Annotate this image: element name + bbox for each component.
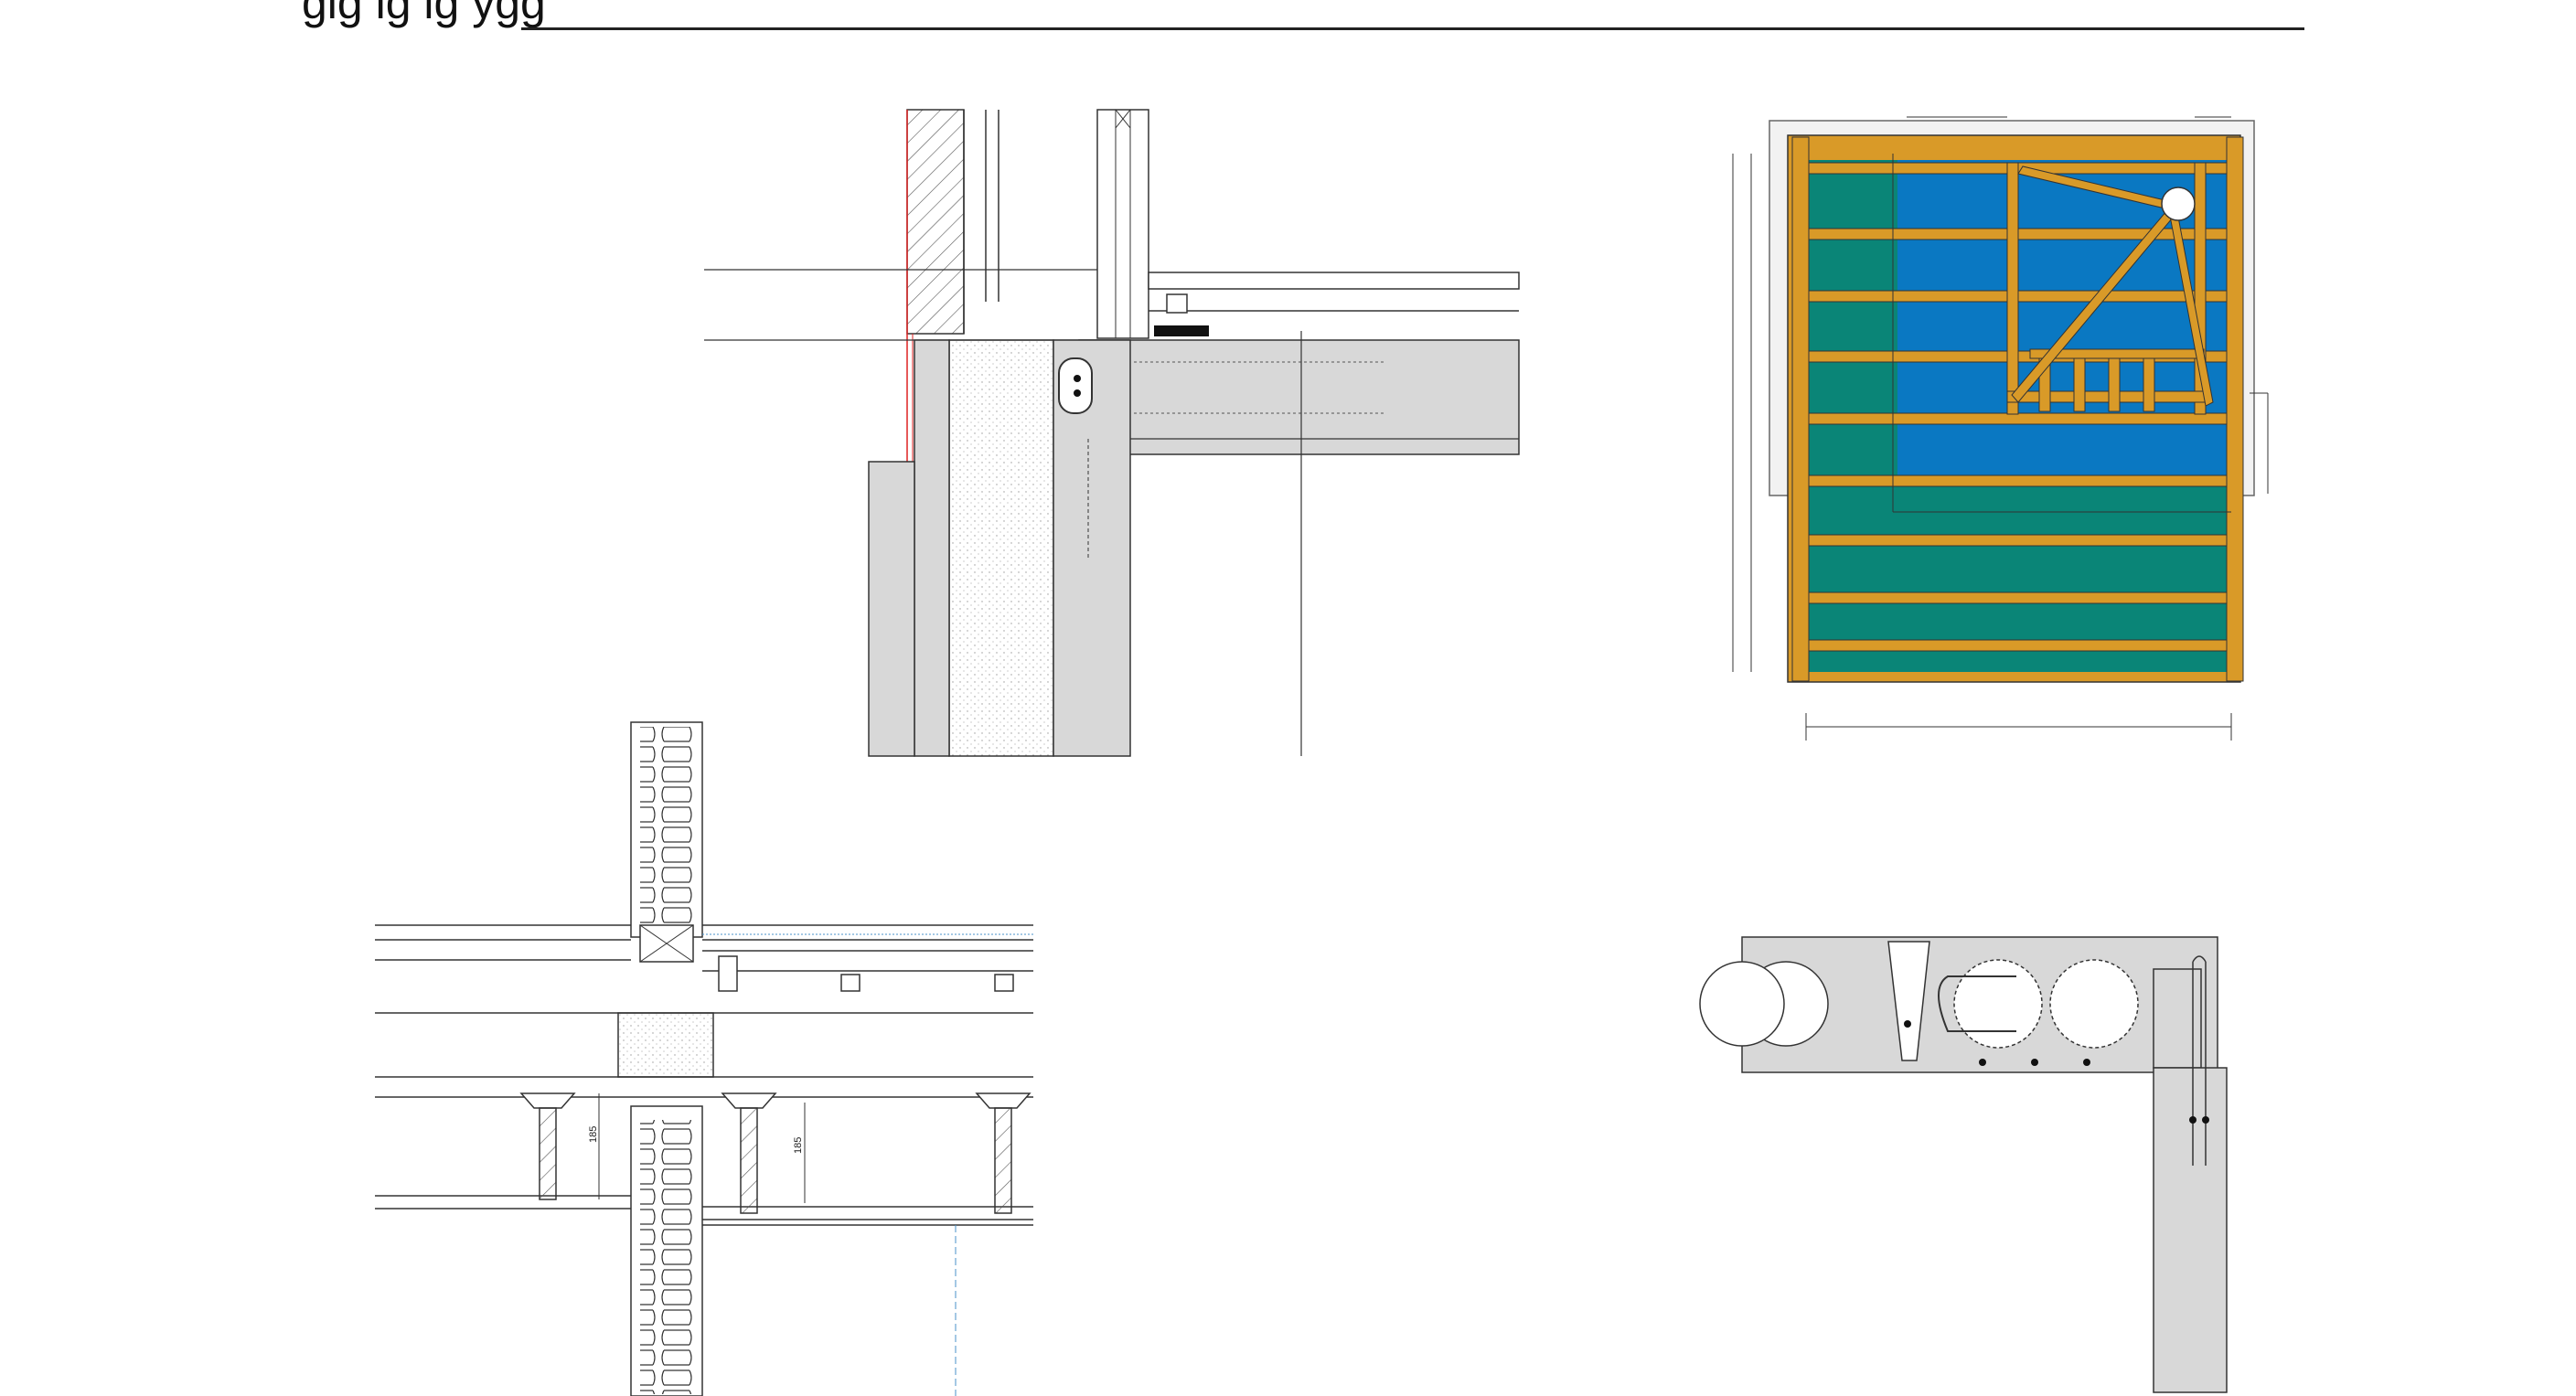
grout-joint: [1887, 941, 1930, 1061]
hollowcore-junction: [1699, 936, 2228, 1393]
framing-plan: [1732, 116, 2269, 741]
wall-slab-section: [704, 109, 1520, 757]
title-rule: [521, 27, 2304, 30]
joist-hangers: [519, 1092, 1031, 1214]
bearing-pad: [1154, 325, 1209, 336]
plan-dimension-lines: [1732, 116, 2269, 741]
hollowcore-void: [1699, 961, 1785, 1047]
wall-insulation-lower: [640, 1120, 693, 1394]
hollowcore-void: [1953, 959, 2043, 1049]
roof-opening: [2161, 186, 2196, 221]
support-wall: [2153, 1067, 2228, 1393]
dimension-label-left: 185: [588, 1126, 599, 1143]
base-plinth: [868, 461, 915, 757]
wall-insulation-upper: [640, 727, 693, 932]
sheet-title: gig ig ig ygg: [302, 0, 546, 28]
steel-connector: [1058, 357, 1093, 414]
rebar-loop: [1938, 975, 2016, 1032]
timber-post: [1096, 109, 1149, 339]
outer-wall-leaf: [914, 339, 950, 757]
hollowcore-void: [2049, 959, 2139, 1049]
trimmer-frame: [2006, 162, 2214, 415]
insulation-layer: [948, 339, 1054, 757]
dimension-label-right: 185: [793, 1137, 804, 1154]
concrete-slab: [1078, 339, 1520, 455]
teal-insulation-left: [1806, 160, 1897, 480]
brick-veneer: [906, 109, 965, 335]
floor-screed: [1148, 272, 1520, 290]
bearing-block: [617, 1012, 714, 1078]
floor-joist-section: 185 185: [375, 721, 1033, 1396]
